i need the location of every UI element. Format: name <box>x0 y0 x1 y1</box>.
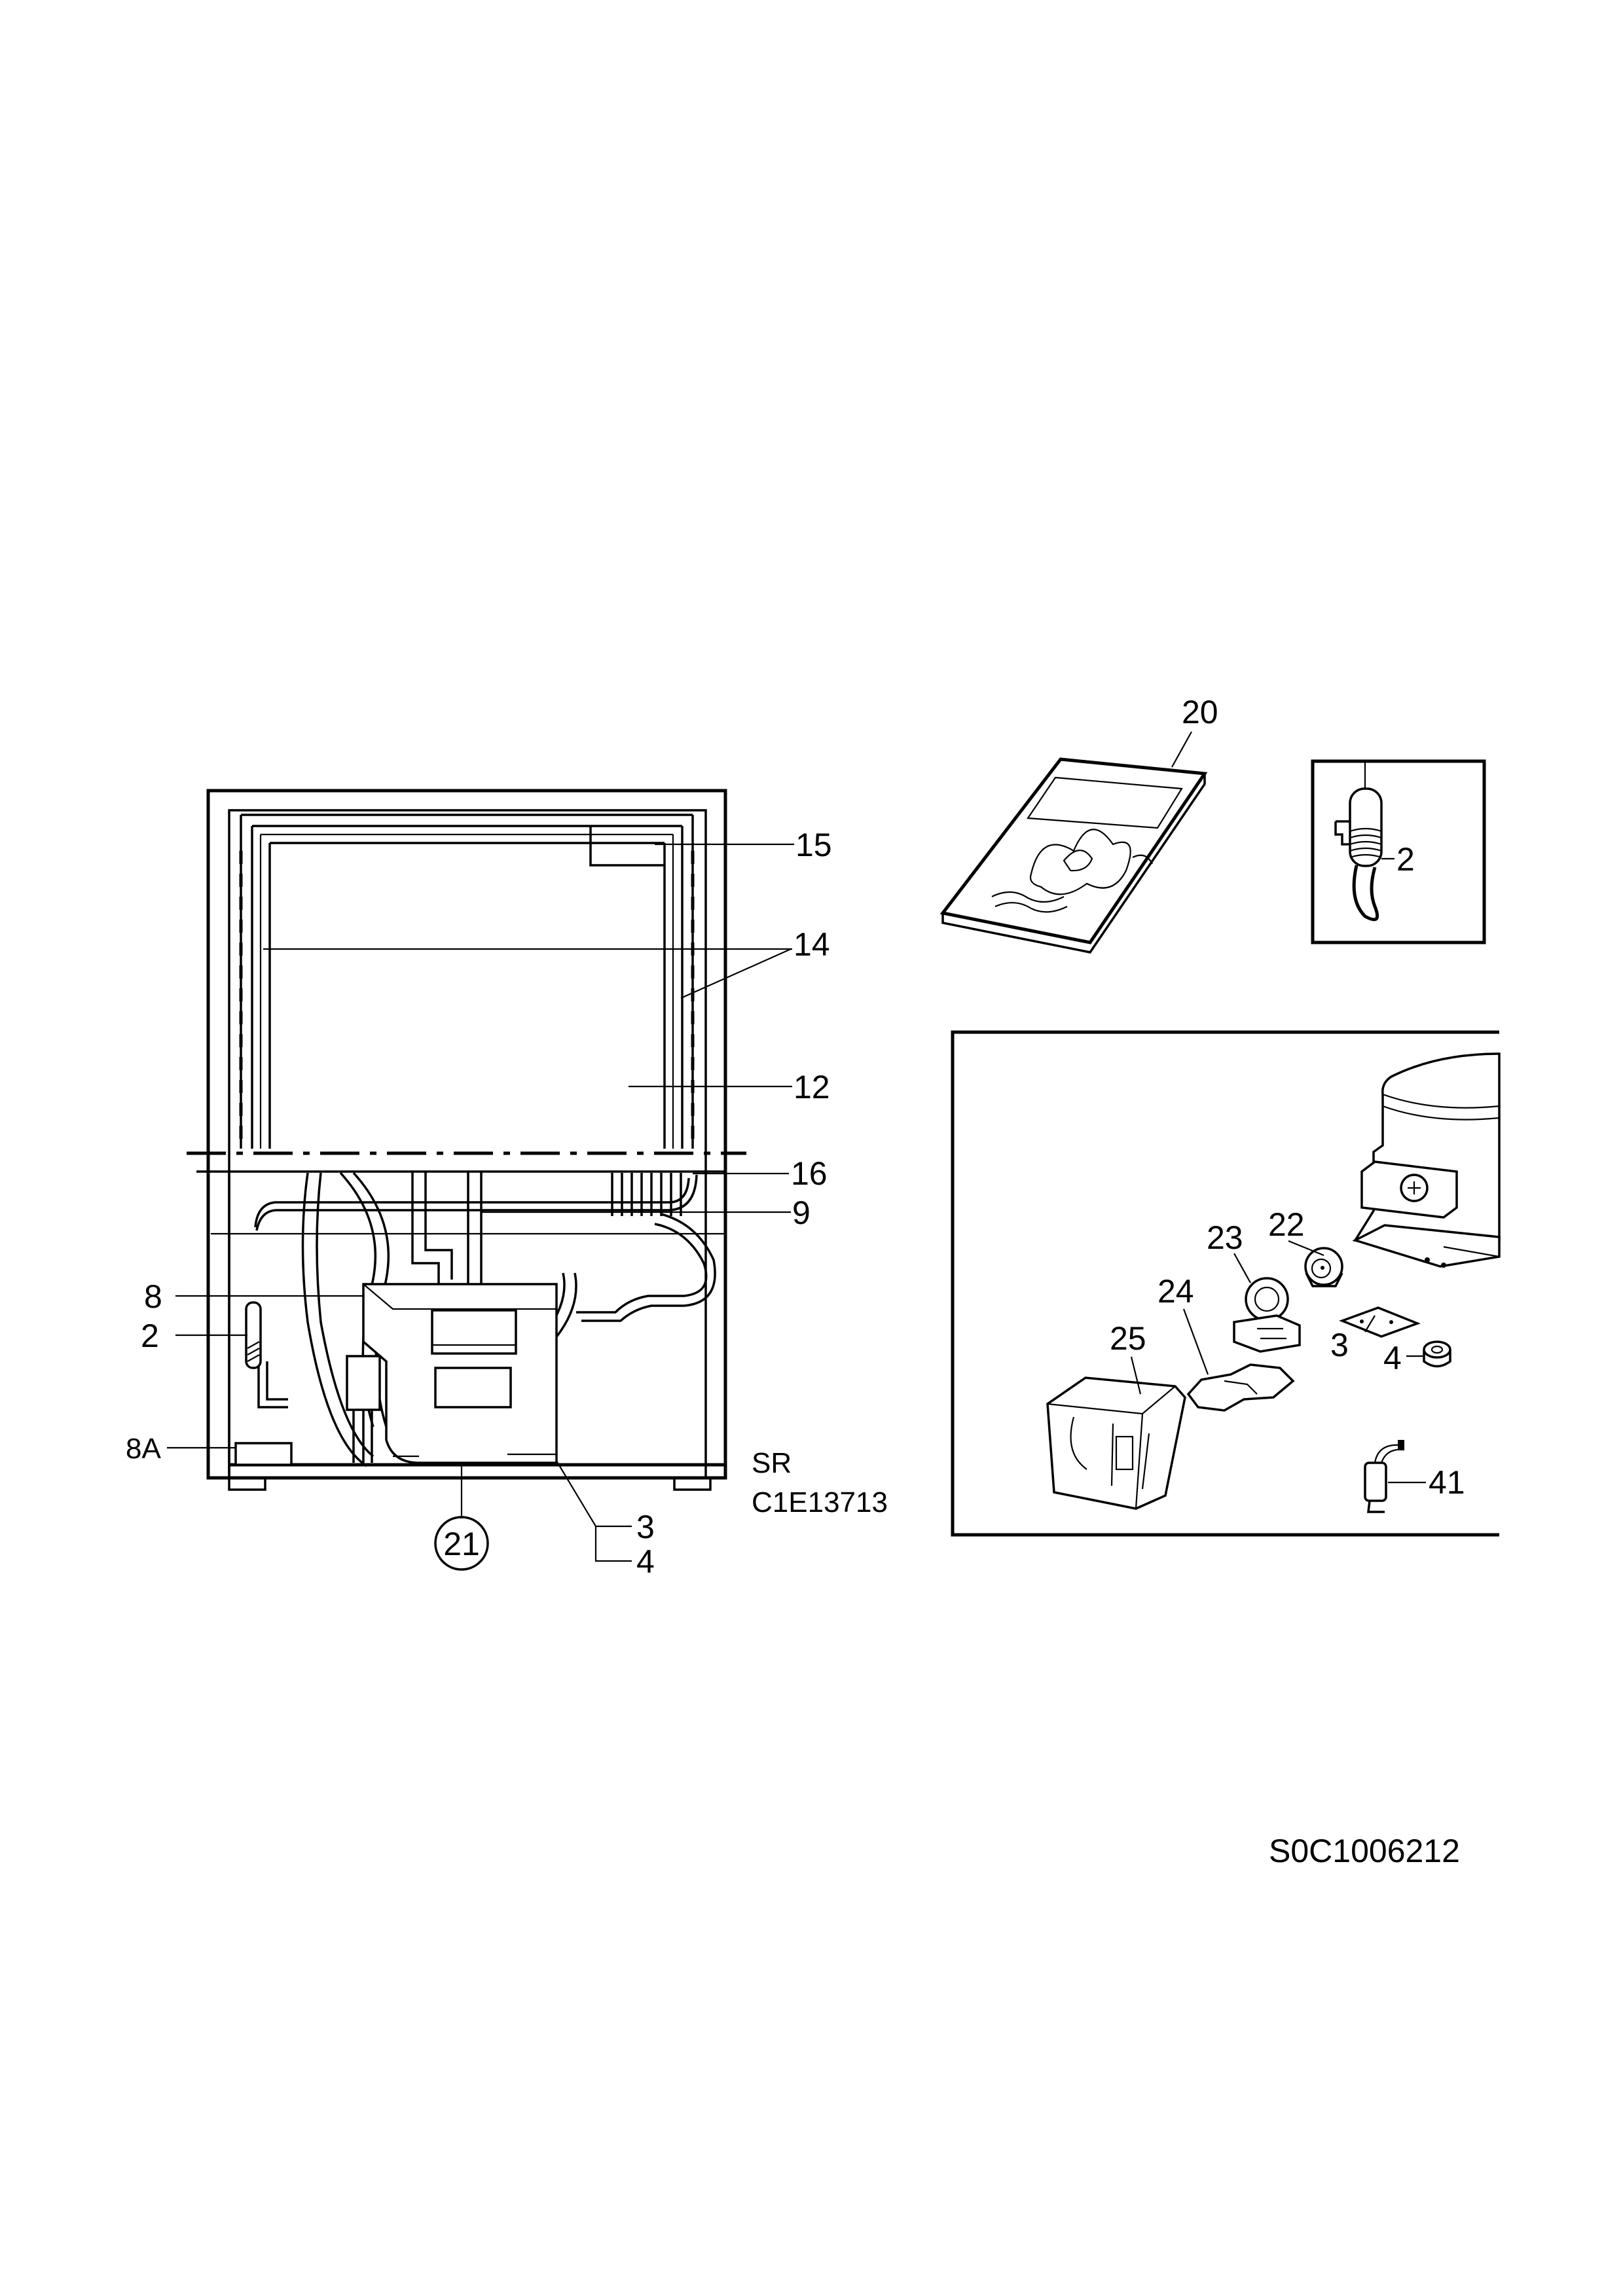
callout-25: 25 <box>1110 1320 1146 1357</box>
terminal-box-cover <box>1046 1376 1186 1510</box>
condenser-coil <box>611 1173 682 1216</box>
callout-3-right: 3 <box>1330 1327 1349 1363</box>
compressor <box>234 1283 558 1466</box>
callout-15: 15 <box>795 827 832 863</box>
callout-9: 9 <box>792 1194 811 1231</box>
sensor-inset <box>1311 759 1486 944</box>
overload-protector <box>1304 1247 1343 1287</box>
grommet <box>1423 1340 1451 1368</box>
callout-8a: 8A <box>126 1433 161 1465</box>
callout-8: 8 <box>144 1278 162 1315</box>
callout-12: 12 <box>793 1069 830 1105</box>
callout-20: 20 <box>1182 694 1218 730</box>
callout-21-circle <box>434 1516 489 1571</box>
capacitor <box>1364 1440 1405 1513</box>
clamp <box>1339 1306 1421 1338</box>
starting-relay <box>1233 1277 1301 1353</box>
callout-2-left: 2 <box>141 1318 159 1354</box>
instruction-manual-drawing <box>939 731 1208 954</box>
cabinet-drawing <box>167 789 794 1571</box>
callout-14: 14 <box>793 926 830 963</box>
thermostat-sensor <box>245 1301 262 1369</box>
callout-24: 24 <box>1158 1273 1194 1310</box>
variant-code: SR <box>752 1447 792 1479</box>
electrical-components-inset <box>951 1030 1501 1537</box>
callout-labels: 15 14 12 16 9 8 2 8A 21 3 4 SR C1E13713 … <box>126 694 1465 1869</box>
callout-23: 23 <box>1207 1219 1243 1256</box>
callout-41: 41 <box>1429 1464 1465 1501</box>
callout-4-bottom: 4 <box>636 1543 655 1580</box>
drawing-id: S0C1006212 <box>1269 1833 1460 1869</box>
model-code: C1E13713 <box>752 1486 888 1518</box>
callout-4-right: 4 <box>1383 1340 1402 1376</box>
relay-cover <box>1186 1363 1295 1412</box>
callout-16: 16 <box>791 1155 828 1192</box>
callout-3-bottom: 3 <box>636 1509 655 1545</box>
callout-22: 22 <box>1268 1206 1305 1243</box>
rating-plate <box>589 826 665 867</box>
callout-21: 21 <box>443 1526 480 1562</box>
callout-2-right: 2 <box>1396 841 1415 878</box>
